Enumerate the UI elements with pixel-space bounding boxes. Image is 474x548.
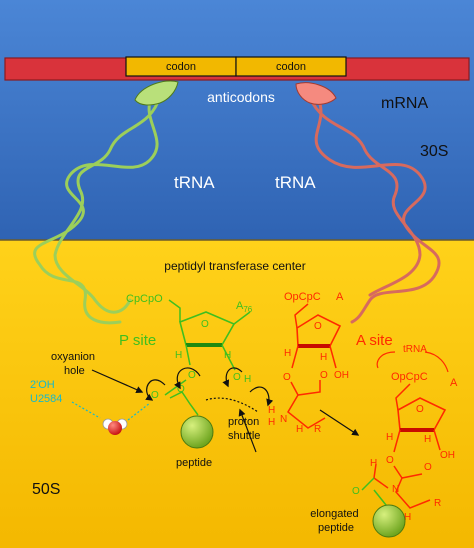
anticodon-left	[134, 80, 179, 106]
svg-text:O: O	[416, 404, 424, 415]
p-a76-label: A76	[236, 300, 253, 314]
peptide-ball	[180, 415, 214, 449]
peptide-label: peptide	[176, 457, 212, 469]
svg-text:A: A	[450, 377, 458, 389]
svg-text:OH: OH	[334, 370, 349, 381]
trna-left-label: tRNA	[174, 173, 215, 192]
p-site-ribose: CpCpO A76 O H H O O H O	[126, 293, 253, 401]
svg-text:O: O	[177, 384, 185, 395]
svg-text:O: O	[314, 321, 322, 332]
svg-text:H: H	[268, 417, 275, 428]
svg-text:OH: OH	[440, 450, 455, 461]
svg-text:O: O	[188, 370, 196, 381]
svg-text:H: H	[296, 424, 303, 435]
elongated-peptide-label: elongated peptide	[310, 508, 361, 534]
large-subunit-50s	[0, 240, 474, 548]
svg-text:H: H	[175, 350, 182, 361]
svg-text:O: O	[352, 486, 360, 497]
p-site-label: P site	[119, 332, 156, 349]
codon-label-1: codon	[166, 61, 196, 73]
svg-text:O: O	[320, 370, 328, 381]
oxyanion-hole-label: oxyanion hole	[51, 351, 98, 377]
p-cpcpo-label: CpCpO	[126, 293, 163, 305]
svg-text:H: H	[424, 434, 431, 445]
svg-text:N: N	[280, 414, 287, 425]
subunit-50s-label: 50S	[32, 481, 60, 498]
product-ribose: tRNA OpCpC A O H H OH O O H N H R O	[352, 344, 458, 523]
codon-label-2: codon	[276, 61, 306, 73]
anticodon-right	[295, 82, 337, 105]
svg-text:OpCpC: OpCpC	[391, 371, 428, 383]
a-a-label: A	[336, 291, 344, 303]
a-site-ribose: OpCpC A O H H OH O O H H N H R	[268, 291, 349, 435]
svg-text:H: H	[320, 352, 327, 363]
a-opcpc-label: OpCpC	[284, 291, 321, 303]
trna-left-strand	[33, 94, 162, 325]
svg-text:N: N	[392, 484, 399, 495]
svg-text:O: O	[424, 462, 432, 473]
subunit-30s-label: 30S	[420, 143, 448, 160]
svg-text:O: O	[283, 372, 291, 383]
svg-text:R: R	[434, 498, 441, 509]
svg-text:H: H	[386, 432, 393, 443]
codon-box-2	[235, 56, 347, 77]
elongated-peptide-ball	[372, 504, 406, 538]
water-molecule-icon	[102, 418, 128, 435]
svg-text:O: O	[233, 372, 241, 383]
svg-text:R: R	[314, 424, 321, 435]
anticodons-label: anticodons	[207, 89, 275, 105]
trna-right-strand	[308, 96, 441, 324]
a-site-label: A site	[356, 332, 393, 349]
svg-text:H: H	[370, 458, 377, 469]
svg-text:O: O	[201, 319, 209, 330]
svg-text:O: O	[386, 455, 394, 466]
svg-text:H: H	[284, 348, 291, 359]
mrna-label: mRNA	[381, 95, 428, 112]
oh-u2584-label: 2'OH U2584	[30, 379, 62, 405]
svg-text:H: H	[268, 405, 275, 416]
ptc-label: peptidyl transferase center	[164, 259, 305, 273]
trna-right-label: tRNA	[275, 173, 316, 192]
svg-text:H: H	[244, 374, 251, 385]
proton-shuttle-label: proton shuttle	[228, 416, 262, 442]
small-subunit-30s	[0, 0, 474, 240]
svg-text:tRNA: tRNA	[403, 344, 427, 355]
svg-text:H: H	[404, 512, 411, 523]
svg-text:O: O	[151, 390, 159, 401]
